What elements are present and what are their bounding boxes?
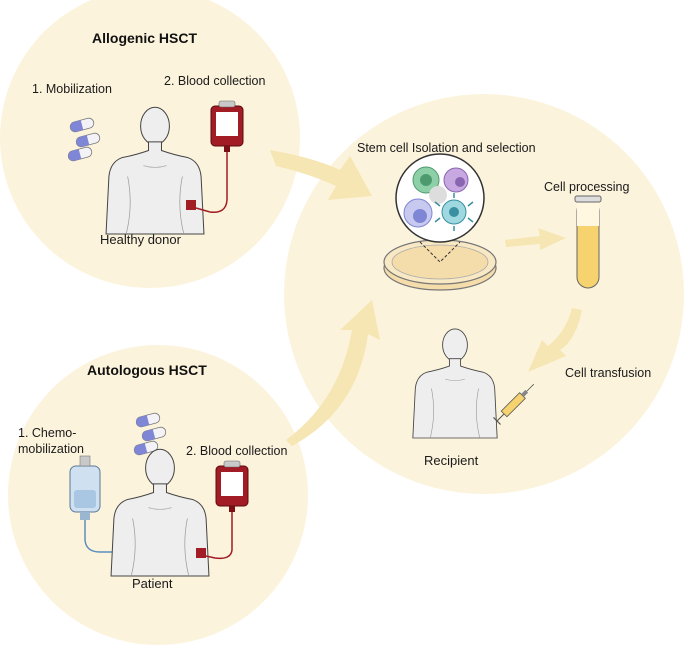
isolation-label: Stem cell Isolation and selection [357,141,536,155]
test-tube-icon [574,195,602,289]
autologous-step1-line2: mobilization [18,442,85,456]
process-circle [284,94,684,494]
arm-tourniquet [196,548,206,558]
autologous-step1-line1: 1. Chemo- [18,426,77,440]
blood-bag-icon [210,100,244,153]
processing-label: Cell processing [544,180,630,194]
arrow-autologous-to-isolation [286,300,380,446]
blood-line [205,512,233,560]
arrow-processing-to-recipient [528,308,582,372]
arm-tourniquet [186,200,196,210]
blood-line [195,152,228,213]
transfusion-label: Cell transfusion [565,366,652,380]
recipient-label: Recipient [424,453,479,468]
allogenic-step1-label: 1. Mobilization [32,82,112,96]
iv-bag-icon [69,455,101,520]
arrow-isolation-to-processing [505,228,566,250]
arrow-allogenic-to-isolation [270,150,372,200]
petri-dish-icon [383,239,497,291]
autologous-step1-label: 1. Chemo- mobilization [18,425,84,457]
stem-cell-icon [395,153,485,243]
blood-bag-icon [215,460,249,513]
healthy-donor-label: Healthy donor [100,232,181,247]
iv-line [84,520,118,553]
allogenic-step2-label: 2. Blood collection [164,74,266,88]
syringe-icon [493,383,535,425]
patient-label: Patient [132,576,173,591]
allogenic-title: Allogenic HSCT [92,30,198,46]
autologous-step2-label: 2. Blood collection [186,444,288,458]
autologous-title: Autologous HSCT [87,362,207,378]
